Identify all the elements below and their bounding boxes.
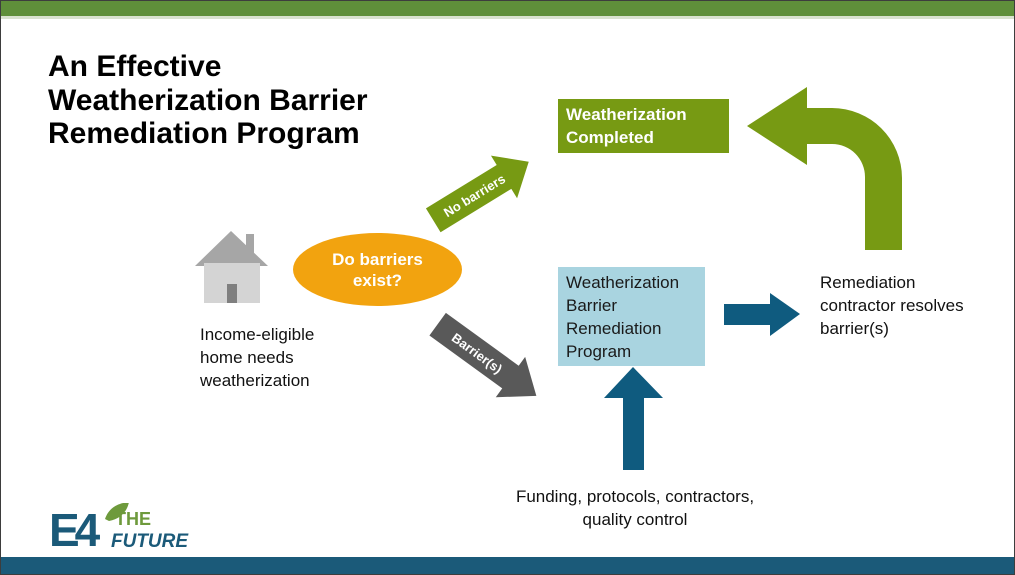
logo-line1: THE (115, 509, 151, 529)
top-banner-shadow (0, 16, 1015, 19)
inputs-label: Funding, protocols, contractors, quality… (515, 487, 755, 529)
bottom-banner (0, 557, 1015, 575)
program-label: Weatherization Barrier Remediation Progr… (566, 273, 680, 361)
decision-label: Do barriers exist? (332, 249, 423, 290)
completed-label: Weatherization Completed (566, 105, 687, 147)
contractor-label: Remediation contractor resolves barrier(… (820, 273, 964, 338)
e4-logo: E4 THE FUTURE (49, 503, 189, 551)
inputs-arrow (604, 367, 663, 470)
barriers-arrow: Barrier(s) (429, 312, 537, 398)
no-barriers-arrow: No barriers (425, 155, 529, 233)
e4-leaf-icon (105, 503, 129, 521)
program-box: Weatherization Barrier Remediation Progr… (558, 267, 705, 366)
logo-mark: E4 (49, 504, 101, 551)
slide-title: An Effective Weatherization Barrier Reme… (48, 50, 368, 150)
completed-box: Weatherization Completed (558, 99, 729, 153)
decision-oval: Do barriers exist? (293, 233, 462, 306)
resolve-arrow (724, 293, 800, 336)
logo-line2: FUTURE (111, 531, 189, 551)
top-banner (0, 0, 1015, 16)
house-icon (195, 231, 268, 303)
return-arrow (747, 87, 902, 250)
home-caption: Income-eligible home needs weatherizatio… (200, 325, 315, 390)
